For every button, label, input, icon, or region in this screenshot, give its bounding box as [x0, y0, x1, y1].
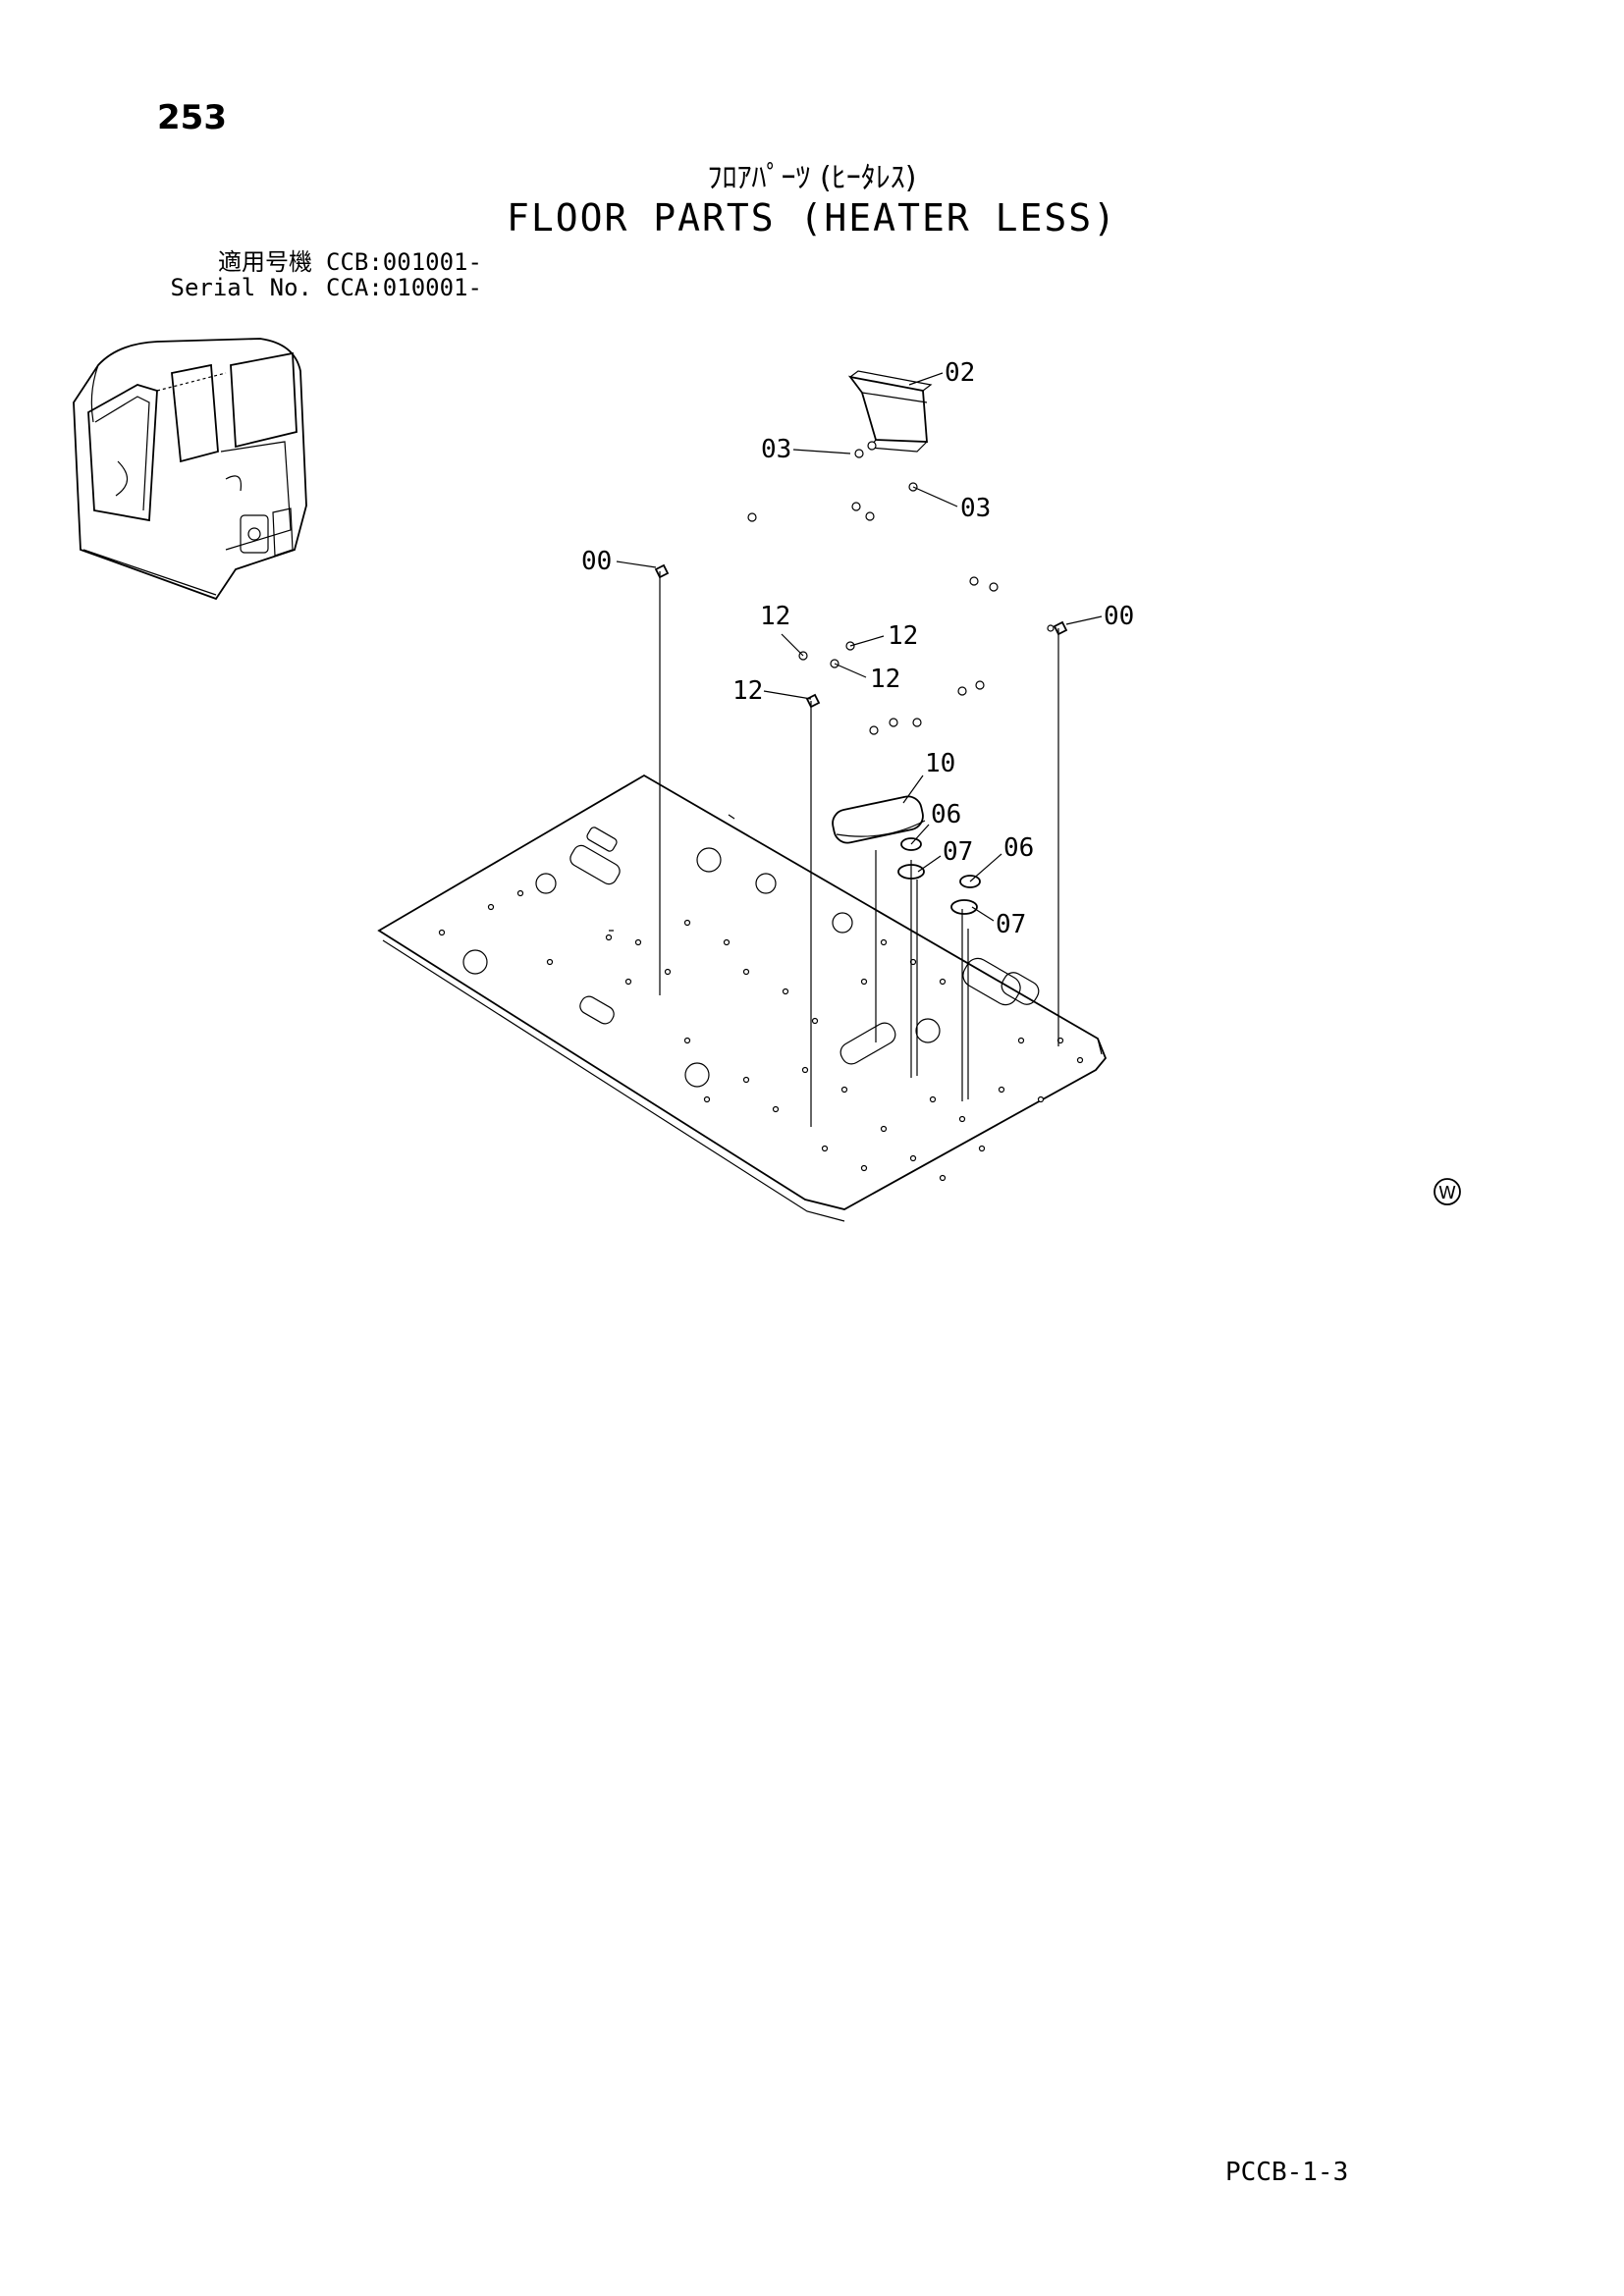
- serial-label: 適用号機: [218, 248, 312, 276]
- pad-and-washers: [832, 795, 981, 915]
- callout-12: 12: [888, 621, 918, 651]
- footer-code: PCCB-1-3: [1225, 2158, 1349, 2187]
- serial-row-serial-no: Serial No. CCA:010001-: [155, 275, 482, 300]
- callout-06: 06: [931, 800, 961, 829]
- cab-thumbnail: [73, 338, 307, 601]
- title-japanese: ﾌﾛｱﾊﾟｰﾂ (ﾋｰﾀﾚｽ): [707, 161, 917, 195]
- callout-12: 12: [760, 602, 790, 631]
- callout-12: 12: [870, 665, 900, 694]
- leader-lines: [616, 372, 1103, 922]
- floor-plate: [377, 774, 1108, 1222]
- callout-07: 07: [996, 910, 1026, 939]
- fasteners: [747, 441, 1055, 735]
- vertical-rods: [654, 563, 1068, 1127]
- callout-07: 07: [943, 837, 973, 867]
- callout-03: 03: [761, 435, 791, 464]
- callout-00: 00: [581, 547, 612, 576]
- page-number: 253: [157, 98, 227, 137]
- callout-labels: 02 03 03 00 00 12 12 12 12 10 06 07 06 0…: [581, 358, 1134, 939]
- serial-row-applicable: 適用号機 CCB:001001-: [155, 249, 482, 275]
- circled-w-mark: W: [1434, 1178, 1461, 1205]
- callout-03: 03: [960, 494, 991, 523]
- serial-value: CCA:010001-: [326, 274, 482, 301]
- storage-box: [847, 370, 933, 453]
- callout-06: 06: [1003, 833, 1034, 863]
- callout-00: 00: [1104, 602, 1134, 631]
- callout-10: 10: [925, 749, 955, 778]
- title-english: FLOOR PARTS (HEATER LESS): [507, 196, 1117, 240]
- callout-02: 02: [945, 358, 975, 388]
- serial-value: CCB:001001-: [326, 248, 482, 276]
- callout-12: 12: [732, 676, 763, 706]
- serial-block: 適用号機 CCB:001001- Serial No. CCA:010001-: [155, 249, 482, 300]
- circled-w-letter: W: [1438, 1183, 1456, 1203]
- serial-label: Serial No.: [170, 274, 313, 301]
